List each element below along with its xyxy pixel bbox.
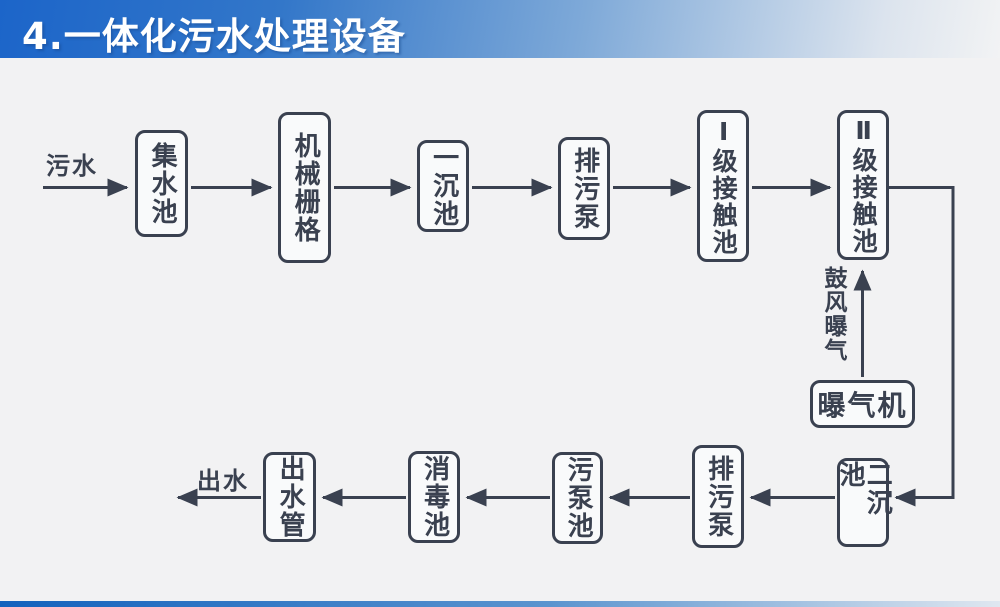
node-mechanical-screen: 机械栅格: [278, 112, 331, 263]
title-banner: 4.一体化污水处理设备: [0, 0, 1000, 58]
node-aerator: 曝气机: [810, 380, 915, 428]
bottom-accent-bar: [0, 601, 1000, 607]
node-stage2-contact-tank: Ⅱ级接触池: [837, 110, 889, 260]
connector-contact2-to-secondary: [889, 186, 955, 507]
node-sewage-pump-1: 排污泵: [558, 137, 610, 240]
node-sludge-pump-tank: 污泵池: [552, 452, 603, 544]
node-stage1-contact-tank: Ⅰ级接触池: [697, 110, 749, 262]
node-primary-sedimentation-tank: 一沉池: [417, 140, 469, 232]
label-inflow: 污水: [46, 152, 98, 180]
label-blast-aeration: 鼓风曝气: [820, 266, 846, 362]
node-sewage-pump-2: 排污泵: [692, 445, 744, 548]
node-collect-tank: 集水池: [135, 130, 188, 237]
node-outlet-pipe: 出水管: [263, 452, 316, 542]
node-disinfection-tank: 消毒池: [408, 451, 460, 543]
page-title: 4.一体化污水处理设备: [22, 15, 406, 58]
label-outflow: 出水: [197, 467, 249, 495]
node-secondary-sedimentation-tank: 二沉池: [835, 458, 892, 547]
